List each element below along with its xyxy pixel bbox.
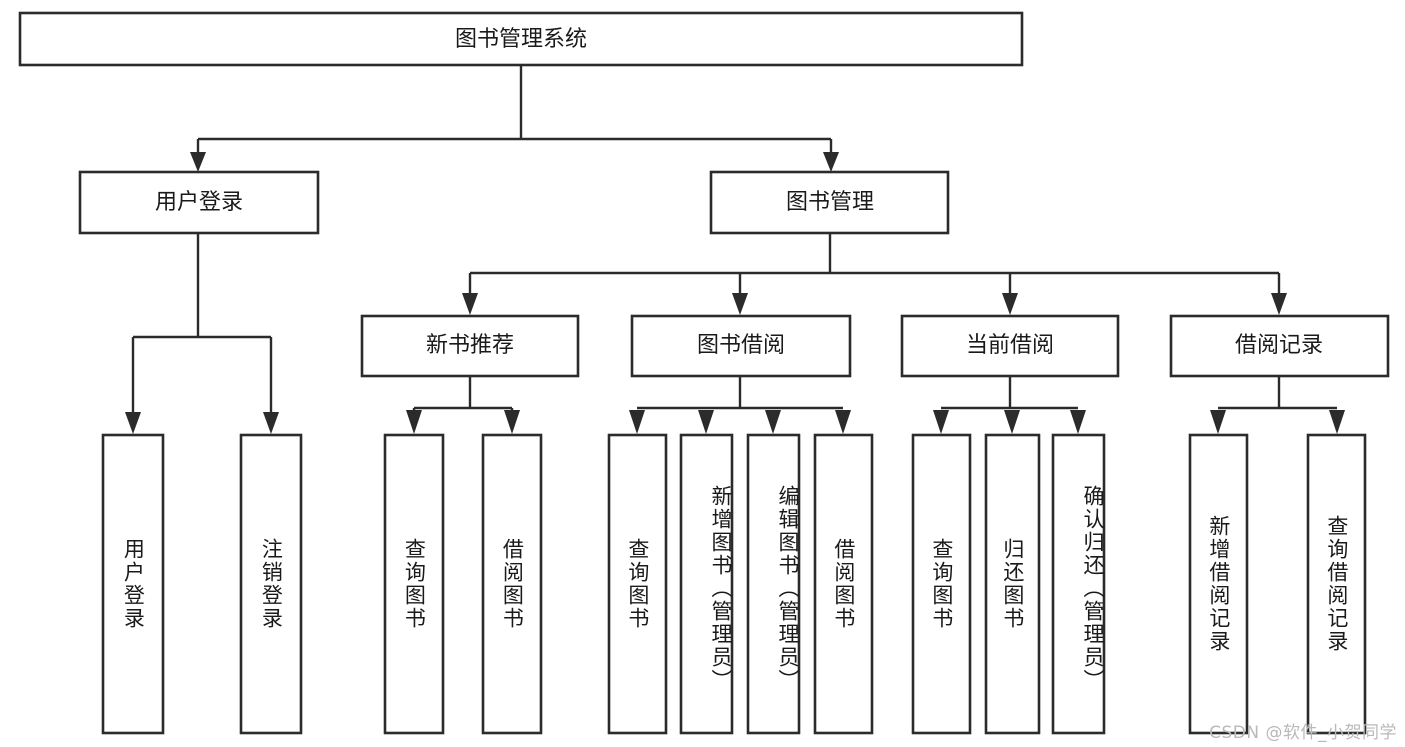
arrowhead-new-book-recommend [462, 293, 478, 315]
node-box-leaf-query-borrow-record[interactable] [1306, 433, 1367, 735]
node-box-leaf-user-login[interactable] [101, 433, 165, 735]
node-box-leaf-logout-login[interactable] [239, 433, 303, 735]
watermark-text: CSDN @软件_小贺同学 [1209, 723, 1397, 743]
node-box-leaf-query-book-2[interactable] [607, 433, 668, 735]
node-box-leaf-query-book-3[interactable] [911, 433, 972, 735]
connector-root-to-level2 [190, 65, 839, 172]
node-label-book-manage: 图书管理 [786, 190, 874, 215]
connector-book-manage-to-level3 [462, 233, 1287, 315]
node-box-leaf-query-book-1[interactable] [383, 433, 445, 735]
connector-book-borrow-to-leaves [629, 376, 851, 434]
node-box-leaf-confirm-return-admin[interactable] [1051, 433, 1106, 735]
node-label-borrow-record: 借阅记录 [1235, 333, 1323, 358]
arrowhead-leaf-edit-book-admin [765, 410, 781, 434]
arrowhead-leaf-logout-login [263, 412, 279, 434]
arrowhead-leaf-user-login [125, 412, 141, 434]
node-box-leaf-add-book-admin[interactable] [679, 433, 734, 735]
node-box-leaf-borrow-book-2[interactable] [813, 433, 874, 735]
arrowhead-leaf-add-book-admin [698, 410, 714, 434]
arrowhead-leaf-confirm-return-admin [1070, 410, 1086, 434]
node-box-leaf-edit-book-admin[interactable] [746, 433, 801, 735]
node-box-book-manage[interactable] [709, 170, 950, 235]
arrowhead-user-login [190, 152, 206, 172]
arrowhead-borrow-record [1271, 293, 1287, 315]
node-box-current-borrow[interactable] [900, 314, 1120, 378]
node-box-leaf-return-book[interactable] [984, 433, 1041, 735]
arrowhead-leaf-query-book-2 [629, 410, 645, 434]
node-label-new-book-recommend: 新书推荐 [426, 333, 514, 358]
arrowhead-leaf-query-book-3 [933, 410, 949, 434]
node-box-borrow-record[interactable] [1169, 314, 1390, 378]
arrowhead-leaf-borrow-book-1 [504, 410, 520, 434]
node-label-book-borrow: 图书借阅 [697, 333, 785, 358]
arrowhead-leaf-add-borrow-record [1210, 410, 1226, 434]
node-label-current-borrow: 当前借阅 [966, 333, 1054, 358]
node-label-root: 图书管理系统 [455, 27, 587, 52]
arrowhead-current-borrow [1002, 293, 1018, 315]
arrowhead-leaf-return-book [1004, 410, 1020, 434]
node-label-user-login: 用户登录 [155, 190, 243, 215]
node-box-leaf-add-borrow-record[interactable] [1188, 433, 1249, 735]
connector-user-login-to-leaves [125, 233, 279, 434]
arrowhead-leaf-borrow-book-2 [835, 410, 851, 434]
arrowhead-book-borrow [732, 293, 748, 315]
node-box-root[interactable] [18, 11, 1024, 67]
node-box-new-book-recommend[interactable] [360, 314, 580, 378]
node-box-user-login[interactable] [78, 170, 320, 235]
arrowhead-leaf-query-book-1 [406, 410, 422, 434]
connector-current-borrow-to-leaves [933, 376, 1086, 434]
arrowhead-leaf-query-borrow-record [1329, 410, 1345, 434]
node-box-leaf-borrow-book-1[interactable] [481, 433, 543, 735]
arrowhead-book-manage [823, 152, 839, 172]
connector-borrow-record-to-leaves [1210, 376, 1345, 434]
node-box-book-borrow[interactable] [630, 314, 852, 378]
connector-new-book-to-leaves [406, 376, 520, 434]
